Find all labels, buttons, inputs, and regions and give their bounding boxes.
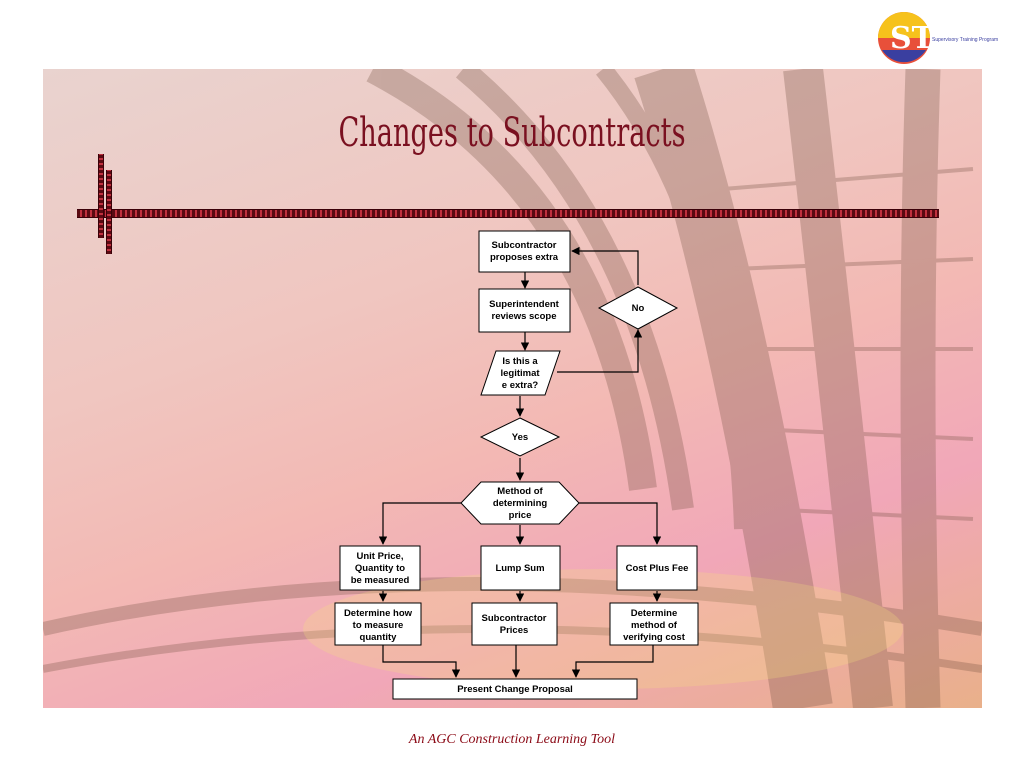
slide-title: Changes to Subcontracts (338, 110, 686, 156)
node-lump-sum: Lump Sum (480, 545, 561, 591)
svg-text:Is this a: Is this a (502, 356, 538, 367)
svg-text:legitimat: legitimat (500, 368, 540, 379)
title-divider-vertical-2 (106, 170, 112, 254)
svg-text:Superintendent: Superintendent (489, 299, 560, 310)
svg-text:Method of: Method of (497, 486, 543, 497)
svg-text:price: price (509, 510, 532, 521)
node-determine-quantity: Determine how to measure quantity (334, 602, 422, 646)
svg-text:Subcontractor: Subcontractor (492, 240, 557, 251)
svg-text:quantity: quantity (360, 632, 398, 643)
node-superintendent-reviews: Superintendent reviews scope (478, 288, 571, 333)
title-divider-horizontal (77, 209, 939, 218)
bridge-photo-watermark (43, 69, 982, 708)
footer-tagline: An AGC Construction Learning Tool (408, 732, 616, 747)
svg-text:e extra?: e extra? (502, 380, 539, 391)
slide-background (43, 69, 982, 708)
flow-connectors (378, 246, 662, 678)
svg-text:Quantity to: Quantity to (355, 563, 405, 574)
node-verify-cost: Determine method of verifying cost (609, 602, 699, 646)
node-subcontractor-prices: Subcontractor Prices (471, 602, 558, 646)
node-legitimate-extra-decision: Is this a legitimat e extra? (480, 350, 561, 396)
node-yes: Yes (479, 417, 561, 457)
svg-text:Yes: Yes (512, 432, 528, 443)
svg-text:reviews scope: reviews scope (492, 311, 557, 322)
svg-text:Determine how: Determine how (344, 608, 413, 619)
svg-text:method of: method of (631, 620, 678, 631)
svg-text:No: No (632, 303, 645, 314)
svg-text:to measure: to measure (353, 620, 404, 631)
title-divider-vertical-1 (98, 154, 104, 238)
svg-text:Present Change Proposal: Present Change Proposal (457, 684, 573, 695)
svg-text:Subcontractor: Subcontractor (482, 613, 547, 624)
node-method-of-pricing: Method of determining price (460, 481, 580, 525)
svg-text:determining: determining (493, 498, 548, 509)
svg-text:be measured: be measured (351, 575, 410, 586)
node-subcontractor-proposes: Subcontractor proposes extra (478, 230, 571, 273)
svg-text:Cost Plus Fee: Cost Plus Fee (626, 563, 689, 574)
svg-text:Determine: Determine (631, 608, 677, 619)
stp-logo: STP Supervisory Training Program (872, 8, 1018, 68)
node-no: No (597, 286, 679, 330)
node-cost-plus-fee: Cost Plus Fee (616, 545, 698, 591)
node-unit-price: Unit Price, Quantity to be measured (339, 545, 421, 591)
svg-text:Lump Sum: Lump Sum (495, 563, 544, 574)
svg-text:Unit Price,: Unit Price, (357, 551, 404, 562)
node-present-change-proposal: Present Change Proposal (392, 678, 638, 700)
logo-letters: STP (890, 21, 957, 56)
svg-text:proposes extra: proposes extra (490, 252, 559, 263)
svg-text:Prices: Prices (500, 625, 529, 636)
logo-text: Supervisory Training Program (932, 37, 998, 43)
svg-text:verifying cost: verifying cost (623, 632, 686, 643)
